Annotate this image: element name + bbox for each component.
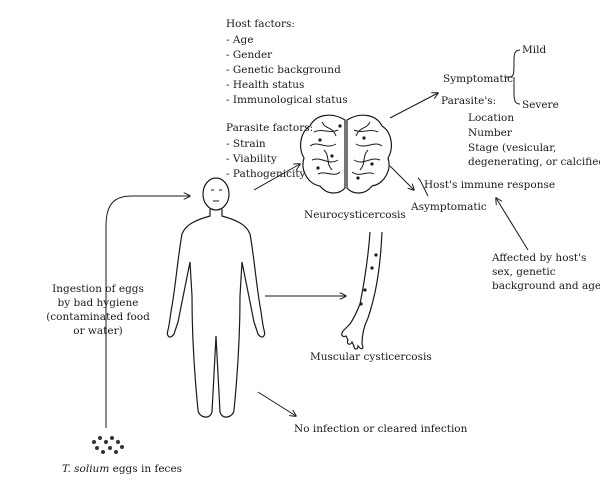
parasite-number: Number: [468, 127, 513, 139]
affected-line-1: Affected by host's: [491, 252, 586, 264]
affected-line-2: sex, genetic: [492, 266, 556, 278]
arm-illustration: [341, 231, 383, 350]
mild-label: Mild: [522, 44, 546, 56]
asymptomatic-label: Asymptomatic: [410, 201, 487, 213]
parasite-stage-cont: degenerating, or calcified): [468, 156, 600, 168]
brain-illustration: [300, 114, 392, 194]
host-factor-immunological: - Immunological status: [226, 94, 348, 106]
affected-line-3: background and age: [492, 280, 600, 292]
arrow-affected-to-immune: [496, 198, 529, 251]
severe-label: Severe: [522, 99, 559, 111]
parasite-factor-pathogenicity: - Pathogenicity: [226, 168, 306, 180]
parasite-stage: Stage (vesicular,: [468, 142, 556, 154]
parasite-factors-title: Parasite factors:: [226, 122, 313, 134]
ingestion-line-4: or water): [73, 325, 122, 337]
host-factor-health: - Health status: [226, 79, 304, 91]
arrow-asymptomatic-to-immune: [417, 177, 429, 197]
parasite-factor-strain: - Strain: [226, 138, 266, 150]
muscular-label: Muscular cysticercosis: [310, 351, 432, 363]
parasite-location: Location: [468, 112, 514, 124]
host-factor-age: - Age: [226, 34, 253, 46]
no-infection-label: No infection or cleared infection: [294, 423, 468, 435]
arrow-brain-to-asymptomatic: [389, 165, 414, 190]
host-factor-genetic: - Genetic background: [226, 64, 341, 76]
eggs-icon: [92, 436, 124, 454]
host-factors-title: Host factors:: [226, 18, 295, 30]
arrow-human-to-brain: [253, 164, 300, 191]
arrow-human-to-no-infection: [257, 391, 296, 416]
human-figure: [166, 177, 266, 418]
host-factors: Host factors: - Age - Gender - Genetic b…: [226, 18, 348, 106]
parasite-factor-viability: - Viability: [226, 153, 277, 165]
symptom-brace: [504, 49, 521, 105]
ingestion-line-1: Ingestion of eggs: [52, 283, 144, 295]
eggs-caption: T. solium eggs in feces: [62, 463, 182, 475]
parasites-title: Parasite's:: [441, 95, 496, 107]
arrow-brain-to-symptomatic: [389, 93, 438, 119]
neurocysticercosis-label: Neurocysticercosis: [304, 209, 406, 221]
symptomatic-label: Symptomatic: [443, 73, 513, 85]
arrow-eggs-to-human: [105, 196, 190, 428]
eggs-caption-rest: eggs in feces: [109, 463, 182, 475]
immune-response-label: Host's immune response: [424, 179, 555, 191]
parasite-factors: Parasite factors: - Strain - Viability -…: [226, 122, 313, 180]
eggs-species: T. solium: [62, 463, 109, 475]
host-factor-gender: - Gender: [226, 49, 273, 61]
ingestion-line-3: (contaminated food: [46, 311, 150, 323]
ingestion-line-2: by bad hygiene: [58, 297, 139, 309]
